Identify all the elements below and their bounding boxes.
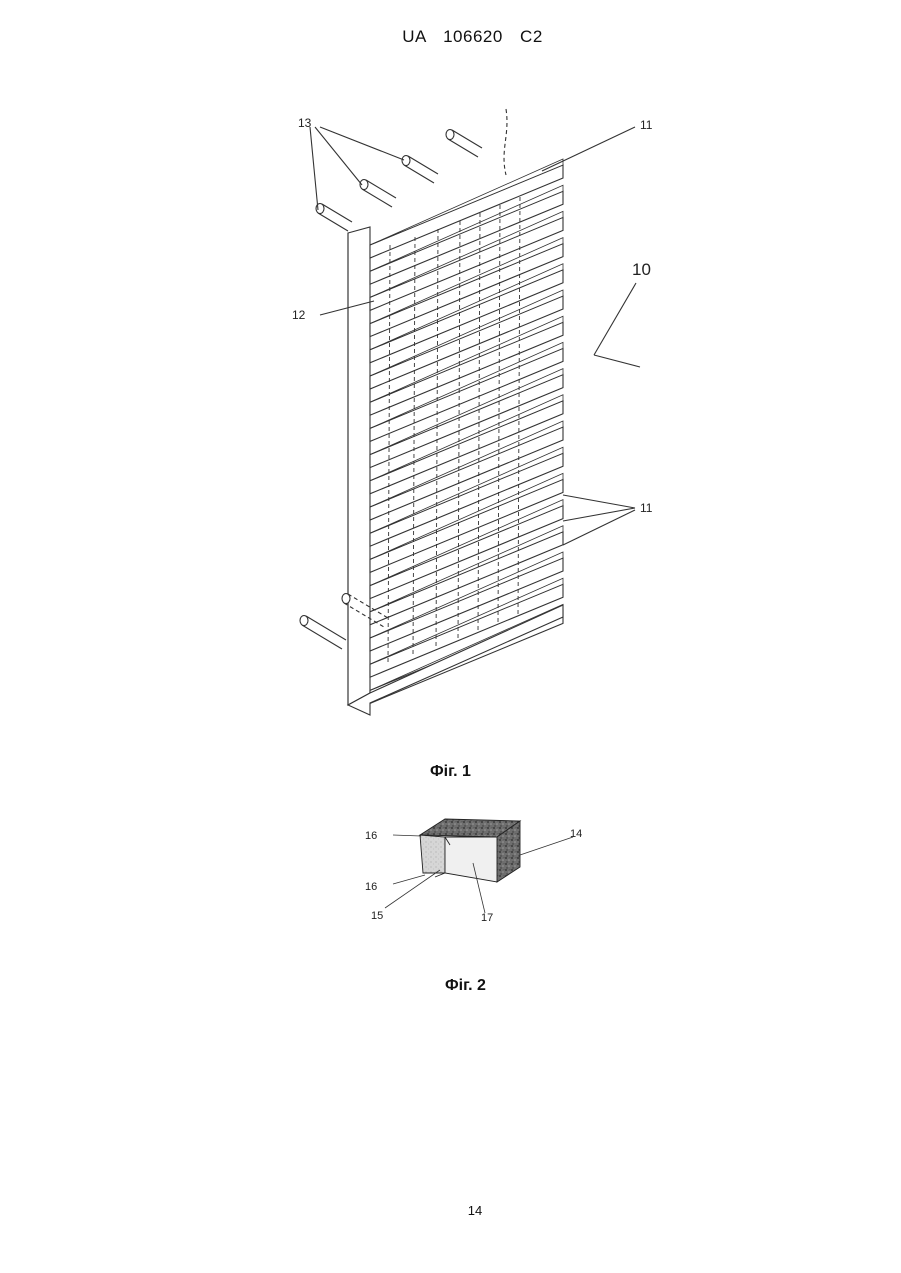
label-13: 13 xyxy=(298,116,312,130)
rack-frame-plate xyxy=(348,227,370,705)
document-header: UA 106620 C2 xyxy=(0,27,901,47)
label-14: 14 xyxy=(570,828,582,840)
label-11-right: 11 xyxy=(640,501,653,515)
label-12: 12 xyxy=(292,308,306,322)
label-15: 15 xyxy=(371,910,383,922)
leader-11-right xyxy=(563,495,635,508)
label-11-top: 11 xyxy=(640,118,653,132)
label-17: 17 xyxy=(481,912,493,924)
figure-2-caption: Фіг. 2 xyxy=(445,977,486,995)
figure-1-caption: Фіг. 1 xyxy=(430,763,471,781)
label-16-bottom: 16 xyxy=(365,881,377,893)
leader-11-top xyxy=(542,127,635,171)
label-16-top: 16 xyxy=(365,830,377,842)
label-10: 10 xyxy=(632,260,651,279)
figure-2-drawing: 16 14 16 15 17 xyxy=(355,815,605,935)
rack-tube-dashed xyxy=(504,109,507,175)
leader-10 xyxy=(594,355,640,367)
pipe-bottom xyxy=(302,616,346,649)
leader-13 xyxy=(310,127,318,210)
page-number: 14 xyxy=(460,1203,490,1218)
figure-1-drawing: 13 11 10 12 11 xyxy=(280,105,680,735)
